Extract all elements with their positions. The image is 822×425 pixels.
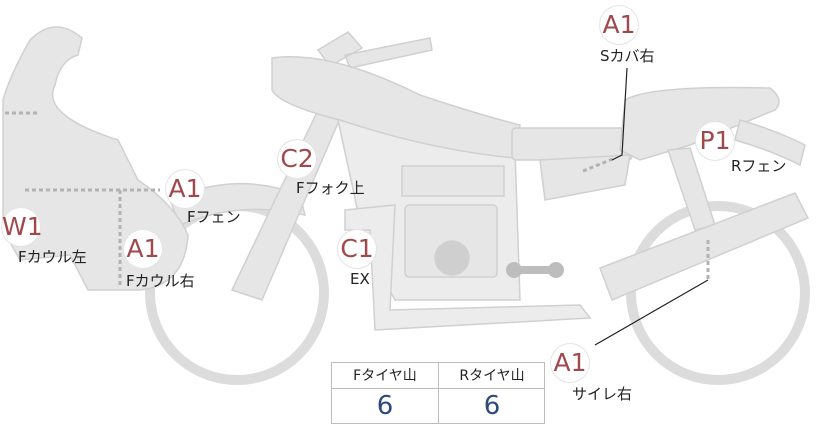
rear-wheel [626, 201, 810, 385]
code-badge-f-fork-upper: C2 [278, 140, 316, 178]
code-badge-s-cover-right: A1 [600, 6, 638, 44]
front-tread-header: Fタイヤ山 [332, 363, 438, 389]
side-cover-leader [582, 156, 616, 173]
part-label-s-cover-right: Sカバ右 [600, 47, 655, 65]
front-fender [169, 182, 307, 226]
rear-tread-value: 6 [483, 391, 501, 421]
side-cover-leader-solid [611, 67, 628, 161]
tire-tread-table: Fタイヤ山 Rタイヤ山 6 6 [331, 362, 545, 424]
part-label-f-fender: Fフェン [187, 208, 241, 226]
code-badge-silencer-right: A1 [551, 344, 589, 382]
table-divider [438, 363, 439, 423]
silencer-leader-solid [594, 279, 709, 346]
side-cover-lower [539, 154, 631, 201]
part-label-silencer-right: サイレ右 [572, 385, 633, 403]
rear-fender [734, 119, 806, 167]
part-label-r-fender: Rフェン [731, 157, 787, 175]
front-tread-value: 6 [376, 391, 394, 421]
engine-cover [434, 240, 470, 276]
part-label-exhaust: EX [350, 270, 370, 288]
code-badge-r-fender: P1 [696, 122, 734, 160]
code-badge-f-fender: A1 [166, 170, 204, 208]
code-badge-f-cowl-left: W1 [2, 208, 43, 246]
front-cowl [2, 26, 189, 291]
rear-tread-header: Rタイヤ山 [439, 363, 545, 389]
code-badge-exhaust: C1 [338, 230, 376, 268]
code-badge-f-cowl-right: A1 [124, 230, 162, 268]
swingarm-rod [514, 266, 556, 274]
cowl-section-line [5, 111, 160, 285]
part-label-f-cowl-left: Fカウル左 [18, 248, 87, 266]
engine-top [401, 165, 505, 197]
seat [619, 86, 780, 161]
silencer [599, 192, 810, 301]
part-label-f-cowl-right: Fカウル右 [126, 272, 195, 290]
part-label-f-fork-upper: Fフォク上 [296, 179, 365, 197]
